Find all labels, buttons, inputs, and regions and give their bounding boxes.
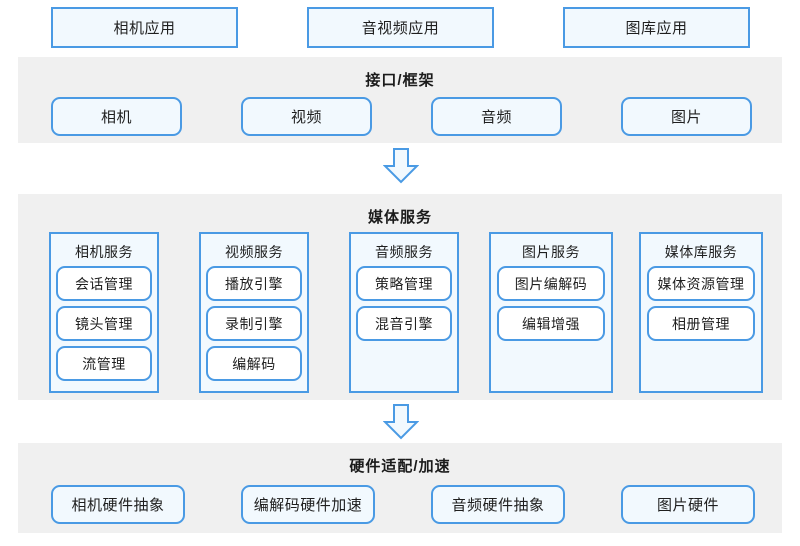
service-item-edit-enhance[interactable]: 编辑增强 bbox=[497, 306, 605, 341]
hw-box-image-hw[interactable]: 图片硬件 bbox=[621, 485, 755, 524]
service-group-image-title: 图片服务 bbox=[522, 244, 580, 260]
app-box-gallery[interactable]: 图库应用 bbox=[563, 7, 750, 48]
hw-box-codec-accel[interactable]: 编解码硬件加速 bbox=[241, 485, 375, 524]
service-item-lens-mgmt[interactable]: 镜头管理 bbox=[56, 306, 152, 341]
service-item-session-mgmt[interactable]: 会话管理 bbox=[56, 266, 152, 301]
band-media-services-title: 媒体服务 bbox=[367, 209, 432, 226]
band-hardware-adaptation-title: 硬件适配/加速 bbox=[349, 458, 451, 475]
iface-box-camera[interactable]: 相机 bbox=[51, 97, 182, 136]
arrow-media-to-hardware-icon bbox=[382, 404, 420, 440]
iface-box-video[interactable]: 视频 bbox=[241, 97, 372, 136]
service-group-medialib-title: 媒体库服务 bbox=[664, 244, 738, 260]
iface-box-image-label: 图片 bbox=[670, 109, 702, 126]
arrow-interface-to-media-icon bbox=[382, 148, 420, 184]
iface-box-audio[interactable]: 音频 bbox=[431, 97, 562, 136]
iface-box-video-label: 视频 bbox=[290, 109, 322, 126]
hw-box-camera-hal[interactable]: 相机硬件抽象 bbox=[51, 485, 185, 524]
service-item-media-asset-mgmt[interactable]: 媒体资源管理 bbox=[647, 266, 755, 301]
service-item-image-codec[interactable]: 图片编解码 bbox=[497, 266, 605, 301]
hw-box-audio-hal[interactable]: 音频硬件抽象 bbox=[431, 485, 565, 524]
service-item-codec[interactable]: 编解码 bbox=[206, 346, 302, 381]
app-box-av[interactable]: 音视频应用 bbox=[307, 7, 494, 48]
app-box-gallery-label: 图库应用 bbox=[625, 20, 688, 37]
service-group-video-title: 视频服务 bbox=[225, 244, 283, 260]
app-box-camera[interactable]: 相机应用 bbox=[51, 7, 238, 48]
band-interface-framework-title: 接口/框架 bbox=[365, 72, 435, 89]
service-item-mixer-engine[interactable]: 混音引擎 bbox=[356, 306, 452, 341]
service-item-playback-engine[interactable]: 播放引擎 bbox=[206, 266, 302, 301]
app-box-camera-label: 相机应用 bbox=[113, 20, 176, 37]
service-item-album-mgmt[interactable]: 相册管理 bbox=[647, 306, 755, 341]
service-item-policy-mgmt[interactable]: 策略管理 bbox=[356, 266, 452, 301]
service-item-stream-mgmt[interactable]: 流管理 bbox=[56, 346, 152, 381]
service-item-record-engine[interactable]: 录制引擎 bbox=[206, 306, 302, 341]
service-group-audio-title: 音频服务 bbox=[375, 244, 433, 260]
iface-box-image[interactable]: 图片 bbox=[621, 97, 752, 136]
app-box-av-label: 音视频应用 bbox=[361, 20, 440, 37]
service-group-camera-title: 相机服务 bbox=[75, 244, 133, 260]
iface-box-camera-label: 相机 bbox=[100, 109, 132, 126]
iface-box-audio-label: 音频 bbox=[480, 109, 512, 126]
